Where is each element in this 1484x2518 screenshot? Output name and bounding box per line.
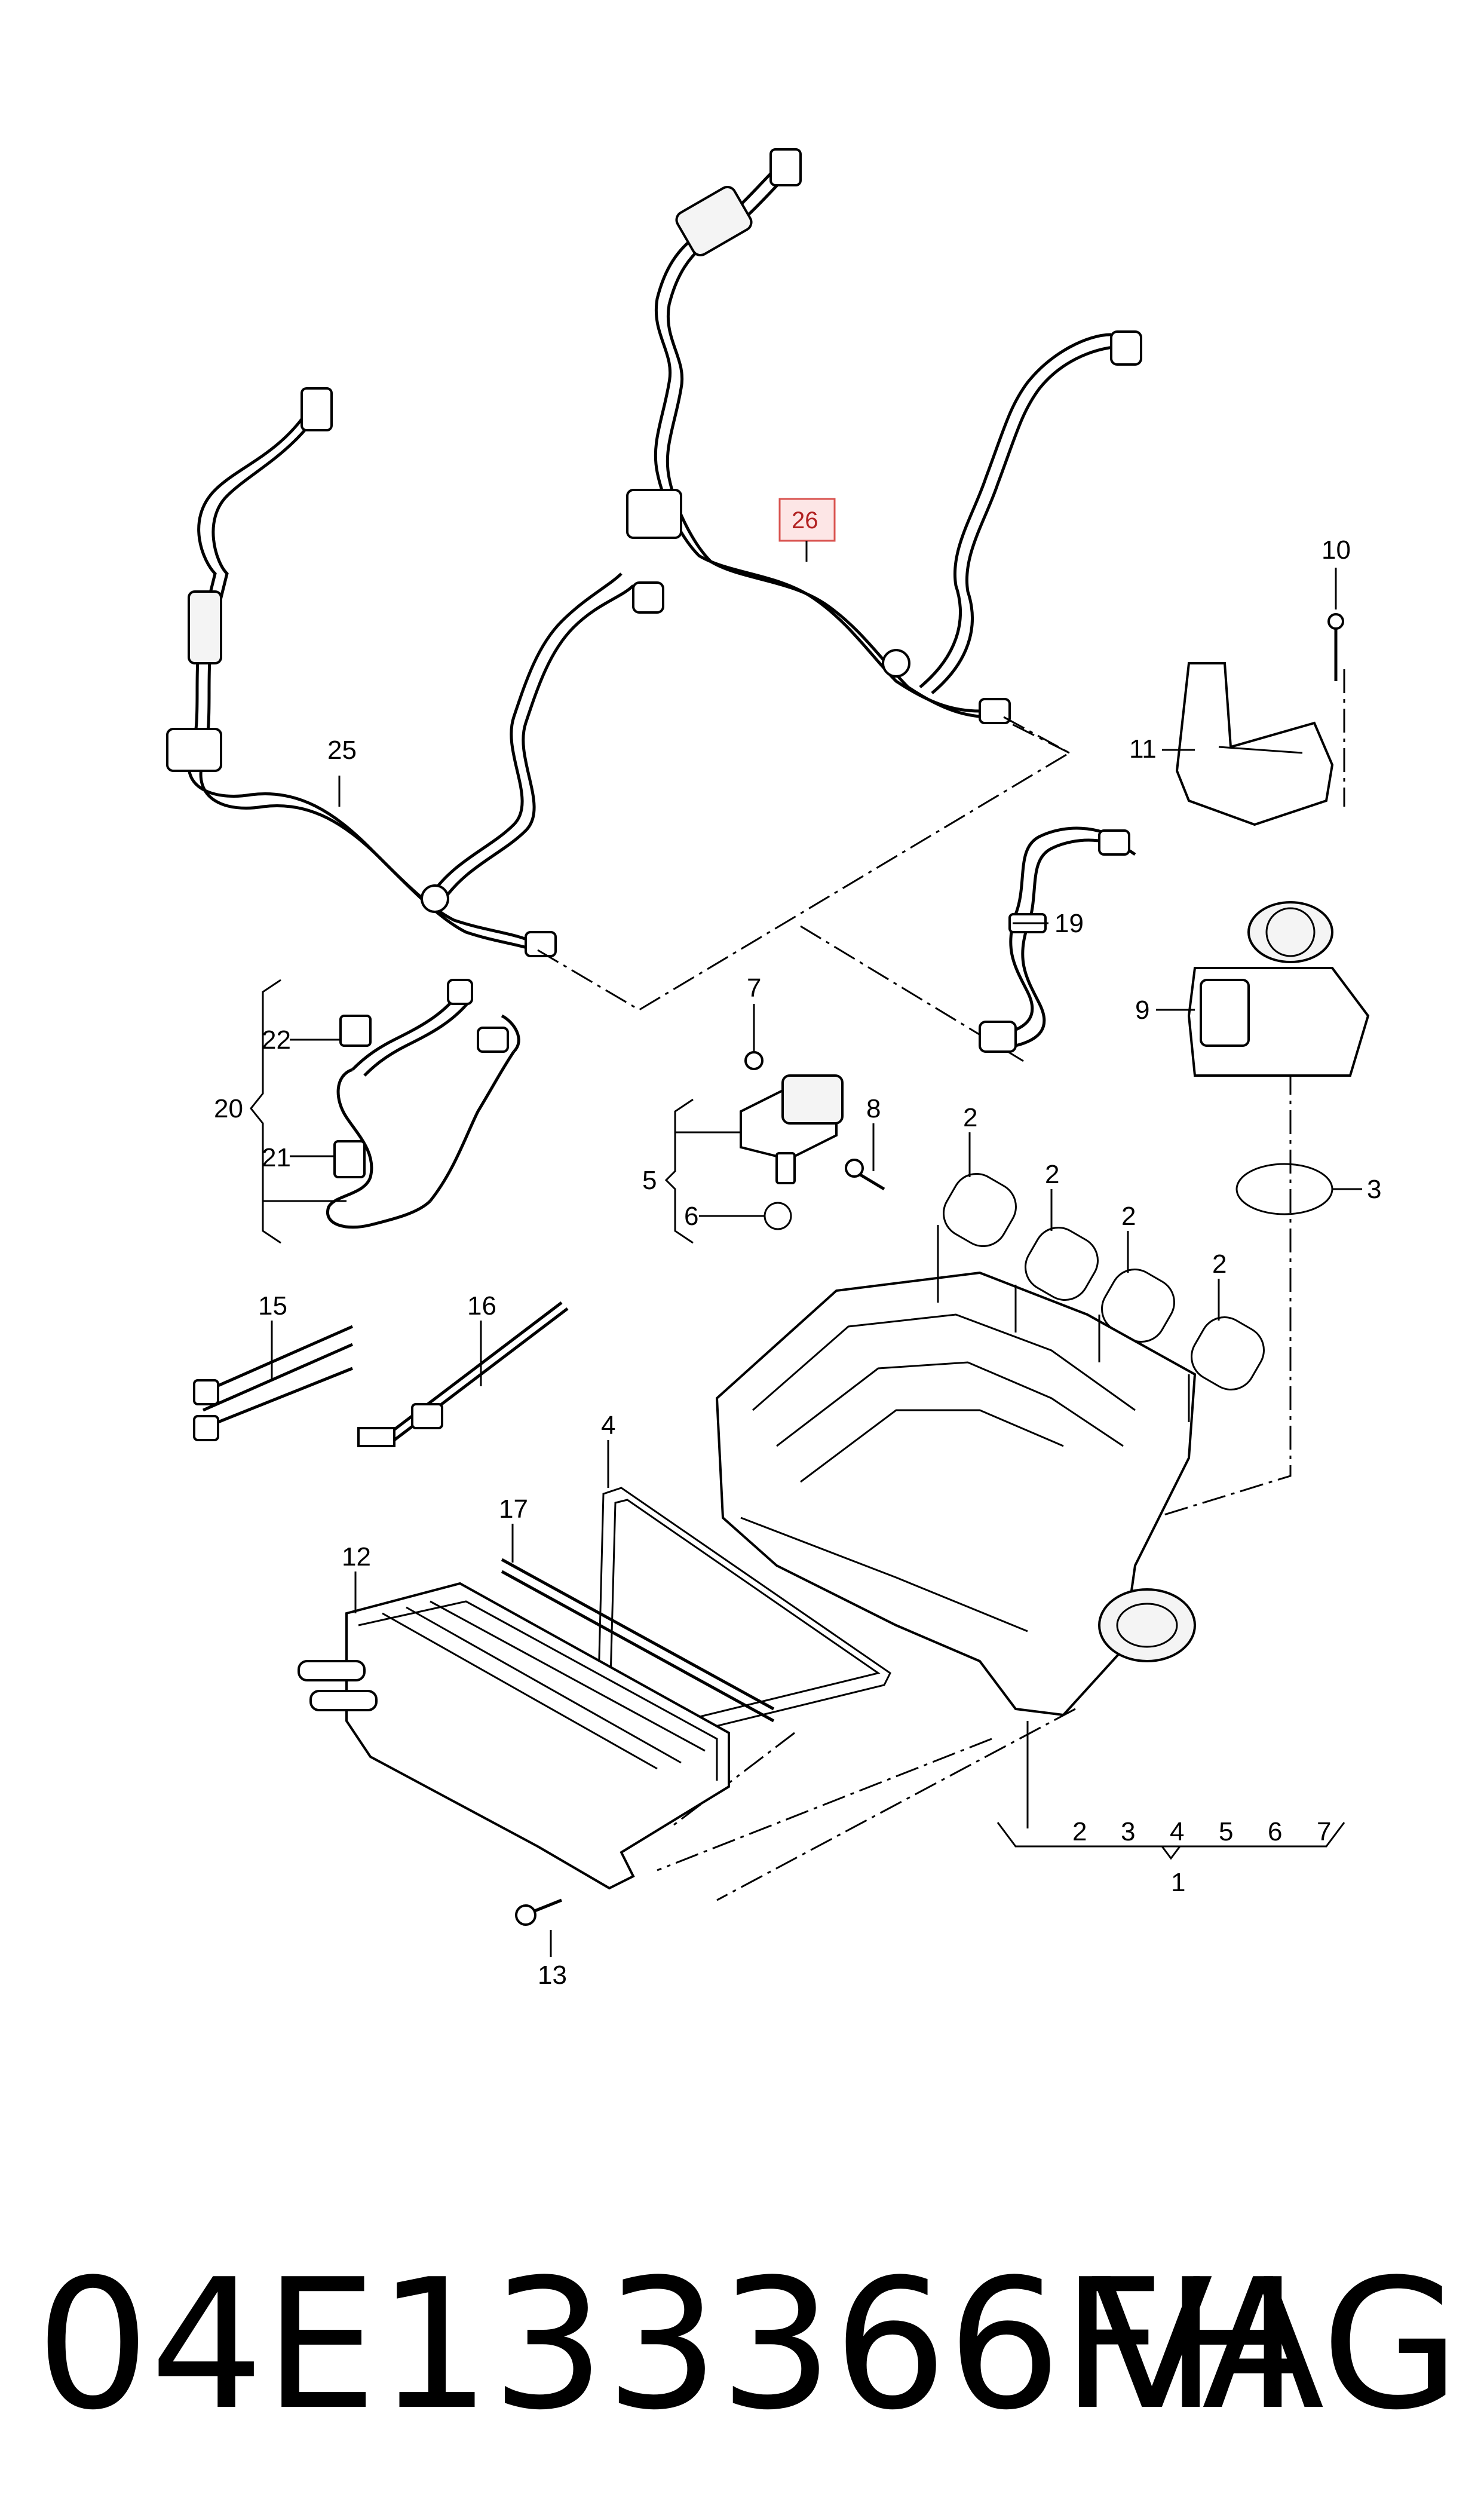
label-1: 1 — [1171, 1868, 1185, 1897]
wiring-harness-26 — [626, 148, 1142, 724]
part-number: 04E133366FH — [36, 2241, 1299, 2449]
gasket-3 — [1235, 1163, 1333, 1215]
label-8: 8 — [866, 1094, 881, 1123]
connection-lines — [537, 669, 1345, 1901]
label-16: 16 — [467, 1291, 496, 1321]
wiring-harness-25 — [166, 387, 664, 958]
label-1-sub-7: 7 — [1317, 1817, 1331, 1846]
label-19: 19 — [1054, 909, 1084, 938]
label-2-c: 2 — [1121, 1202, 1136, 1231]
cable-ties-15 — [193, 1325, 354, 1441]
cable-tie-16 — [357, 1301, 569, 1447]
throttle-body-9 — [1187, 901, 1370, 1077]
label-7: 7 — [747, 973, 761, 1003]
label-1-sub-6: 6 — [1268, 1817, 1282, 1846]
gaskets-2 — [943, 1173, 1265, 1390]
part-labels: 26 25 10 11 19 9 3 7 8 22 20 21 5 6 2 2 … — [214, 507, 1381, 1990]
highlight-box-26 — [778, 498, 836, 542]
label-12: 12 — [342, 1542, 371, 1572]
tubes-20 — [326, 979, 520, 1229]
label-17: 17 — [499, 1494, 528, 1524]
screw-8 — [845, 1159, 885, 1191]
label-1-sub-5: 5 — [1219, 1817, 1233, 1846]
label-2-d: 2 — [1212, 1249, 1227, 1279]
caption-bar: 04E133366FH VAG — [24, 2247, 1460, 2444]
brand-name: VAG — [1090, 2241, 1460, 2449]
label-1-sub-3: 3 — [1121, 1817, 1135, 1846]
label-26: 26 — [792, 507, 818, 534]
label-2-b: 2 — [1045, 1160, 1059, 1189]
label-6: 6 — [684, 1202, 698, 1231]
label-1-sub-2: 2 — [1072, 1817, 1087, 1846]
intake-manifold-1 — [715, 1271, 1197, 1828]
label-2-a: 2 — [963, 1103, 977, 1132]
label-4: 4 — [601, 1411, 615, 1440]
label-13: 13 — [538, 1961, 567, 1990]
screw-13 — [515, 1898, 562, 1926]
hose-19 — [979, 826, 1136, 1053]
label-3: 3 — [1367, 1175, 1381, 1204]
label-20: 20 — [214, 1094, 243, 1123]
label-9: 9 — [1135, 995, 1149, 1025]
seal-strip-17 — [501, 1558, 775, 1723]
pressure-sensor-5 — [740, 1016, 844, 1230]
leader-lines — [250, 541, 1362, 1957]
label-10: 10 — [1322, 535, 1351, 565]
screw-10 — [1327, 613, 1344, 681]
label-15: 15 — [258, 1291, 287, 1321]
label-22: 22 — [262, 1025, 291, 1055]
bracket-11 — [1175, 662, 1334, 826]
label-1-sub-4: 4 — [1170, 1817, 1184, 1846]
label-11: 11 — [1129, 734, 1157, 764]
charge-air-cooler-12 — [298, 1582, 730, 1890]
label-25: 25 — [327, 736, 357, 765]
label-5: 5 — [642, 1166, 657, 1195]
label-21: 21 — [262, 1143, 291, 1172]
